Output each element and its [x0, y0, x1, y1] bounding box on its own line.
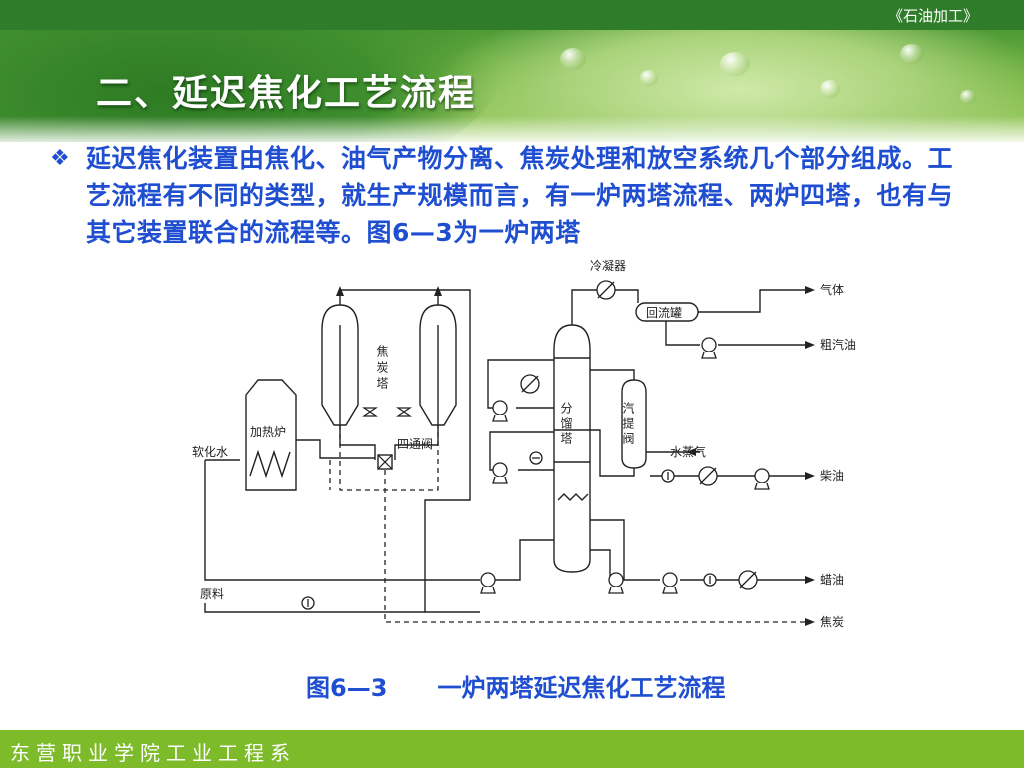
water-drop: [640, 70, 658, 86]
water-drop: [900, 44, 924, 64]
banner-fade: [0, 116, 1024, 142]
water-drop: [820, 80, 840, 98]
label-gas: 气体: [820, 282, 844, 297]
label-condenser: 冷凝器: [590, 258, 626, 273]
top-bar: 《石油加工》: [0, 0, 1024, 30]
label-four-way-valve: 四通阀: [397, 437, 433, 451]
figure-caption: 图6—3 一炉两塔延迟焦化工艺流程: [306, 668, 726, 703]
figure-number: 图6—3: [306, 674, 388, 702]
label-reflux-tank: 回流罐: [646, 306, 682, 320]
water-drop: [720, 52, 750, 76]
header-banner: [0, 30, 1024, 142]
water-drop: [960, 90, 976, 104]
slide-body-text: 延迟焦化装置由焦化、油气产物分离、焦炭处理和放空系统几个部分组成。工艺流程有不同…: [86, 144, 954, 247]
label-furnace: 加热炉: [250, 425, 286, 439]
footer-school: 东营职业学院工业工程系: [10, 741, 296, 765]
slide-title: 二、延迟焦化工艺流程: [96, 73, 477, 114]
label-fractionator: 分馏塔: [559, 402, 573, 447]
label-stripper: 汽提阀: [621, 401, 635, 447]
bullet-icon: ❖: [50, 146, 70, 171]
water-drop: [560, 48, 586, 70]
label-diesel: 柴油: [820, 469, 844, 483]
label-wax-oil: 蜡油: [820, 573, 844, 587]
label-steam: 水蒸气: [670, 444, 706, 459]
course-title: 《石油加工》: [887, 7, 978, 25]
label-coke: 焦炭: [820, 615, 844, 629]
label-feed: 原料: [200, 587, 224, 601]
label-soft-water: 软化水: [192, 445, 228, 459]
label-crude-gasoline: 粗汽油: [820, 337, 856, 352]
figure-title: 一炉两塔延迟焦化工艺流程: [437, 674, 726, 702]
footer-bar: 东营职业学院工业工程系: [0, 730, 1024, 768]
process-flow-diagram: 冷凝器 气体 回流罐 粗汽油 焦炭塔 加热炉 软化水 四通阀 分馏塔 汽提阀 水…: [150, 250, 870, 650]
label-coke-tower: 焦炭塔: [375, 345, 389, 393]
